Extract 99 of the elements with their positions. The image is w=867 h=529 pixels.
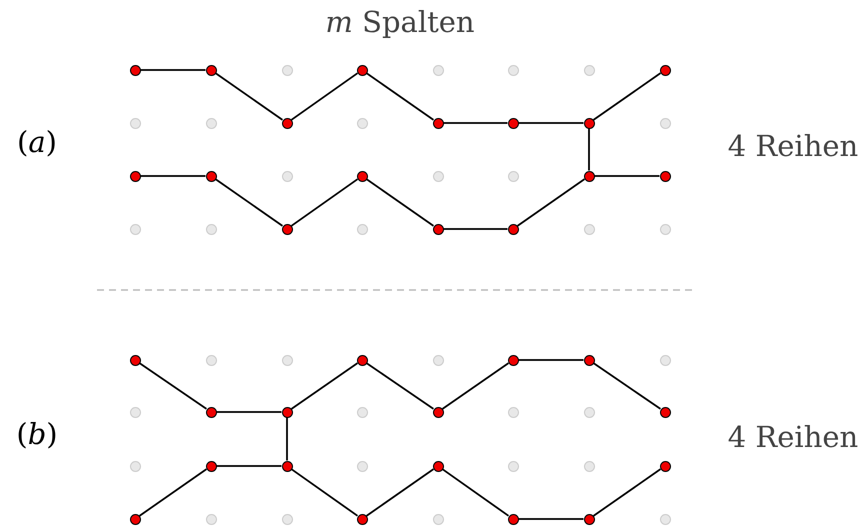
path-dot: [584, 354, 594, 366]
path-dot: [356, 354, 368, 366]
grid-dot: [660, 118, 670, 128]
path-dot: [356, 170, 368, 182]
path-dot: [282, 118, 292, 128]
grid-dot: [432, 354, 444, 366]
grid-dot: [206, 118, 216, 128]
path-dot: [660, 170, 670, 182]
connector-line: [291, 362, 358, 410]
panel-label: (b): [16, 417, 58, 451]
path-dot: [432, 406, 444, 418]
path-dot: [130, 64, 140, 76]
grid-dot: [508, 460, 518, 472]
connector-line: [518, 359, 584, 361]
column-count-label: m Spalten: [325, 5, 475, 39]
path-dot: [206, 170, 216, 182]
path-dot: [660, 64, 670, 76]
path-dot: [130, 354, 140, 366]
grid-dot: [584, 224, 594, 234]
path-dot: [130, 514, 140, 524]
path-dot: [356, 64, 368, 76]
grid-dot: [206, 514, 216, 524]
grid-dot: [282, 170, 292, 182]
grid-dot: [432, 170, 444, 182]
path-dot: [282, 406, 292, 418]
grid-dot: [206, 224, 216, 234]
connector-line: [593, 72, 661, 121]
connector-line: [588, 128, 590, 170]
path-dot: [432, 118, 444, 128]
connector-line: [290, 72, 358, 121]
connector-line: [594, 175, 660, 177]
grid-dot: [584, 406, 594, 418]
path-dot: [508, 354, 518, 366]
connector-line: [518, 122, 584, 124]
row-count-label: 4 Reihen: [728, 420, 858, 454]
connector-line: [517, 178, 585, 227]
grid-dot: [584, 460, 594, 472]
grid-dot: [432, 514, 444, 524]
grid-dot: [508, 406, 518, 418]
grid-dot: [282, 354, 292, 366]
connector-line: [215, 178, 283, 227]
connector-line: [216, 465, 282, 467]
path-dot: [508, 118, 518, 128]
grid-dot: [130, 460, 140, 472]
path-dot: [432, 224, 444, 234]
path-dot: [130, 170, 140, 182]
grid-dot: [282, 514, 292, 524]
path-dot: [282, 460, 292, 472]
path-dot: [508, 514, 518, 524]
grid-dot: [508, 64, 518, 76]
connector-line: [366, 468, 434, 517]
grid-dot: [660, 354, 670, 366]
grid-dot: [660, 224, 670, 234]
connector-line: [442, 468, 510, 517]
connector-line: [442, 362, 509, 410]
connector-line: [140, 69, 206, 71]
connector-line: [366, 72, 434, 121]
path-dot: [508, 224, 518, 234]
grid-dot: [432, 64, 444, 76]
connector-line: [593, 468, 661, 517]
path-dot: [282, 224, 292, 234]
grid-dot: [356, 406, 368, 418]
grid-dot: [584, 64, 594, 76]
grid-dot: [356, 460, 368, 472]
grid-dot: [206, 354, 216, 366]
connector-line: [215, 72, 283, 121]
path-dot: [660, 460, 670, 472]
connector-line: [366, 362, 434, 410]
path-dot: [206, 64, 216, 76]
connector-line: [139, 468, 207, 517]
connector-line: [290, 468, 358, 517]
path-dot: [584, 170, 594, 182]
path-dot: [432, 460, 444, 472]
path-dot: [584, 118, 594, 128]
row-count-label: 4 Reihen: [728, 129, 858, 163]
path-dot: [584, 514, 594, 524]
path-dot: [206, 406, 216, 418]
grid-dot: [282, 64, 292, 76]
connector-line: [518, 518, 584, 520]
grid-dot: [130, 224, 140, 234]
connector-line: [366, 178, 434, 227]
connector-line: [444, 228, 508, 230]
grid-dot: [356, 224, 368, 234]
connector-line: [286, 418, 288, 460]
grid-dot: [356, 118, 368, 128]
connector-line: [216, 411, 282, 413]
panel-label: (a): [17, 125, 57, 159]
connector-line: [444, 122, 508, 124]
connector-line: [140, 175, 206, 177]
connector-line: [290, 178, 358, 227]
grid-dot: [130, 118, 140, 128]
connector-line: [593, 362, 661, 410]
path-dot: [356, 514, 368, 524]
path-dot: [206, 460, 216, 472]
grid-dot: [130, 406, 140, 418]
path-dot: [660, 406, 670, 418]
connector-line: [139, 362, 207, 410]
grid-dot: [660, 514, 670, 524]
grid-dot: [508, 170, 518, 182]
